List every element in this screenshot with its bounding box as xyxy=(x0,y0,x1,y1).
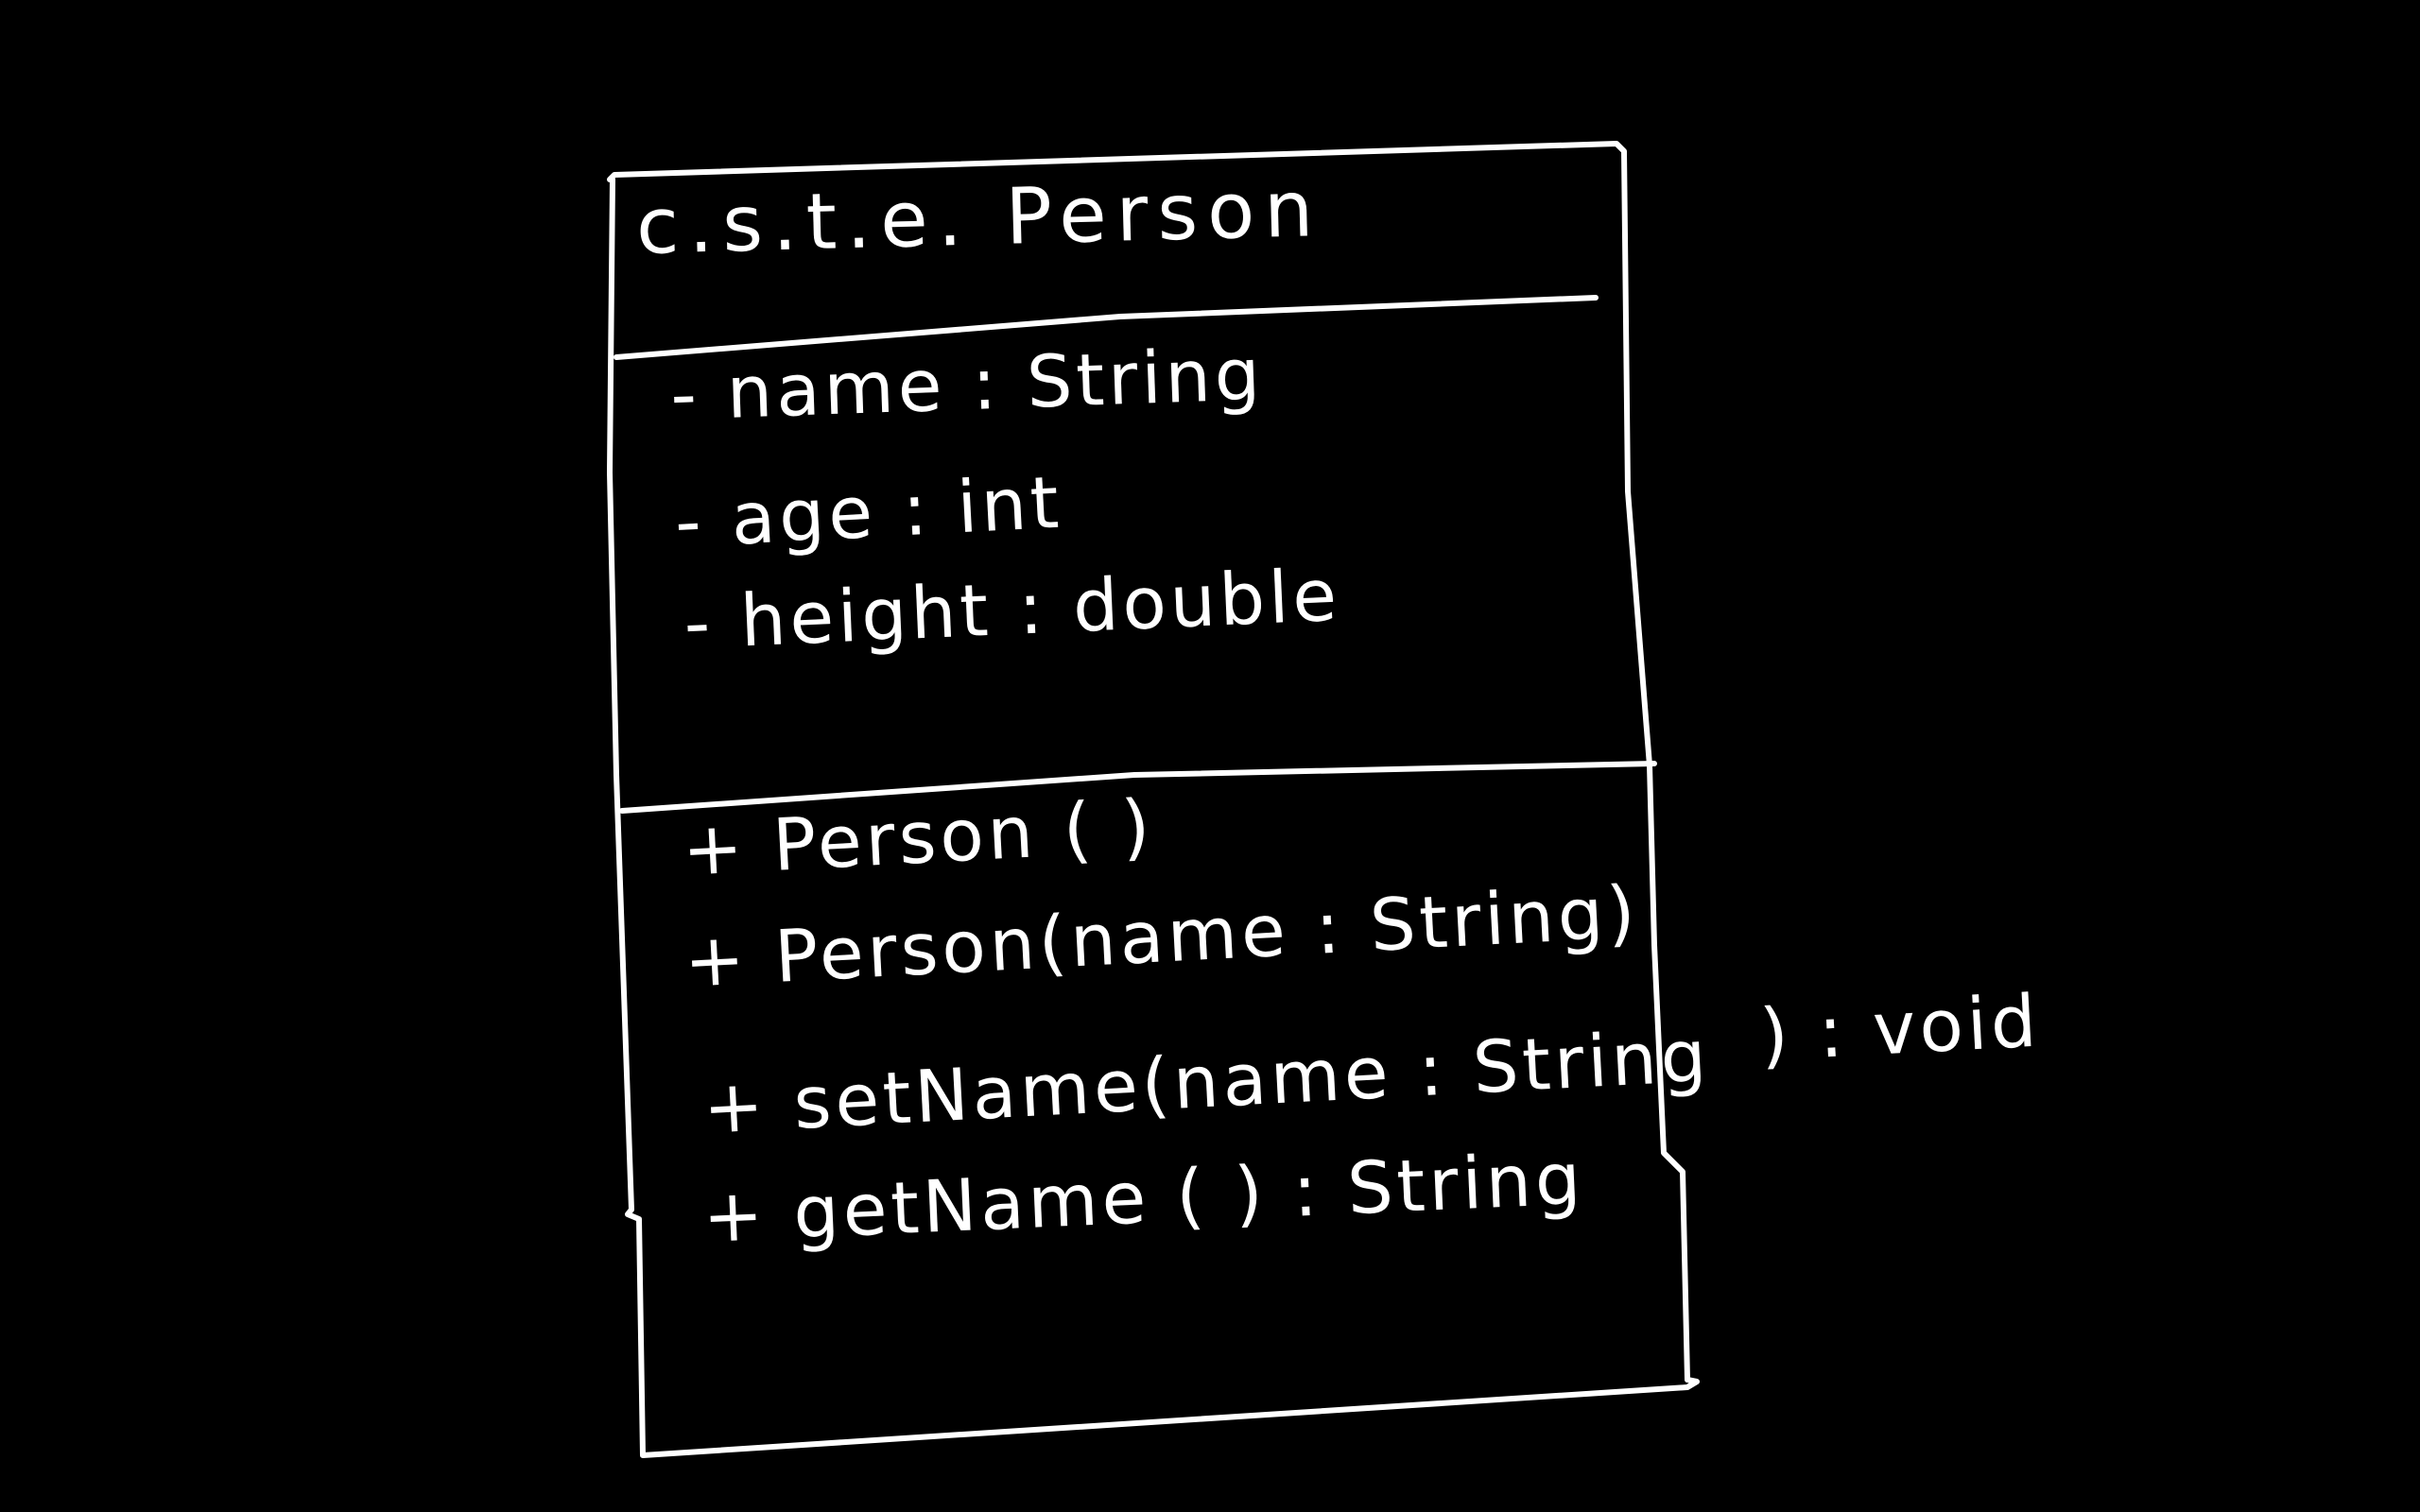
title-divider xyxy=(614,295,1599,360)
attribute-age: - age : int xyxy=(672,459,1064,564)
class-box-border xyxy=(607,141,1700,1458)
attribute-name: - name : String xyxy=(668,332,1266,437)
attributes-divider xyxy=(619,761,1657,814)
set-name-return-type: ) : void xyxy=(1757,978,2043,1077)
class-title: c.s.t.e. Person xyxy=(634,163,1324,272)
